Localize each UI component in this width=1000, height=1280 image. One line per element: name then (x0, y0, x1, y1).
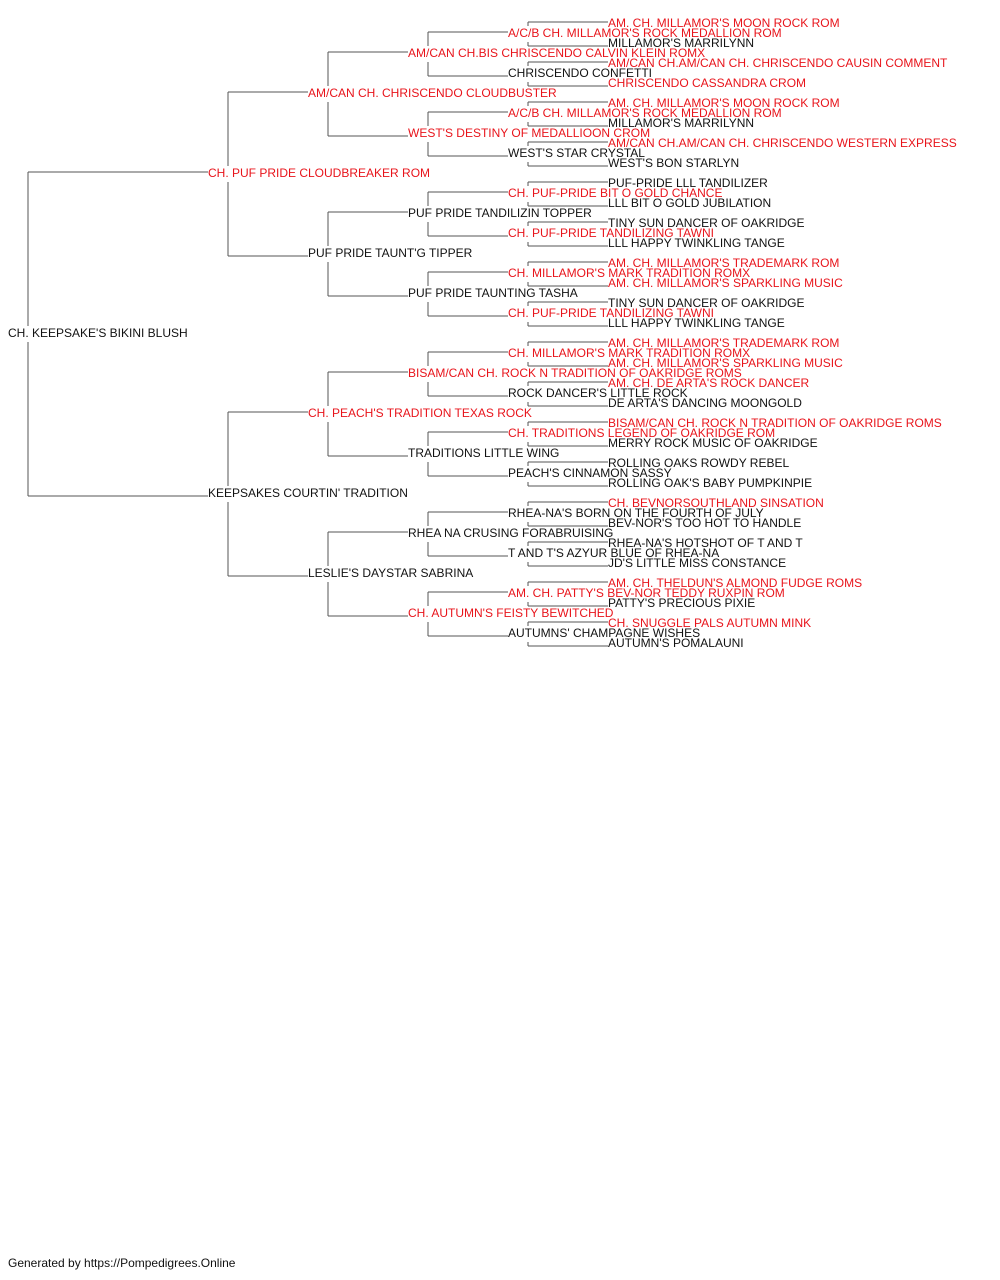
pedigree-entry-gen3: BISAM/CAN CH. ROCK N TRADITION OF OAKRID… (408, 366, 742, 380)
pedigree-entry-gen4: A/C/B CH. MILLAMOR'S ROCK MEDALLION ROM (508, 26, 782, 40)
pedigree-entry-gen5: AM. CH. THELDUN'S ALMOND FUDGE ROMS (608, 576, 862, 590)
pedigree-entry-gen3: AM/CAN CH.BIS CHRISCENDO CALVIN KLEIN RO… (408, 46, 705, 60)
pedigree-entry-gen5: AM. CH. MILLAMOR'S TRADEMARK ROM (608, 336, 839, 350)
pedigree-entry-gen3: RHEA NA CRUSING FORABRUISING (408, 526, 613, 540)
pedigree-entry-gen5: LLL HAPPY TWINKLING TANGE (608, 316, 785, 330)
pedigree-entry-gen3: WEST'S DESTINY OF MEDALLIOON CROM (408, 126, 650, 140)
pedigree-entry-gen3: PUF PRIDE TANDILIZIN TOPPER (408, 206, 592, 220)
pedigree-entry-gen5: PATTY'S PRECIOUS PIXIE (608, 596, 755, 610)
pedigree-entry-gen5: TINY SUN DANCER OF OAKRIDGE (608, 216, 804, 230)
pedigree-entry-gen5: AM. CH. DE ARTA'S ROCK DANCER (608, 376, 810, 390)
pedigree-entry-gen2: PUF PRIDE TAUNT'G TIPPER (308, 246, 473, 260)
pedigree-connectors (27, 21, 608, 647)
pedigree-entry-gen2: CH. PEACH'S TRADITION TEXAS ROCK (308, 406, 532, 420)
pedigree-entry-gen5: LLL HAPPY TWINKLING TANGE (608, 236, 785, 250)
pedigree-entry-gen5: RHEA-NA'S HOTSHOT OF T AND T (608, 536, 803, 550)
pedigree-entry-gen5: AUTUMN'S POMALAUNI (608, 636, 744, 650)
pedigree-entry-gen3: CH. AUTUMN'S FEISTY BEWITCHED (408, 606, 614, 620)
pedigree-entry-gen5: AM. CH. MILLAMOR'S TRADEMARK ROM (608, 256, 839, 270)
pedigree-entry-gen4: AM. CH. PATTY'S BEV-NOR TEDDY RUXPIN ROM (508, 586, 785, 600)
pedigree-entry-gen5: ROLLING OAKS ROWDY REBEL (608, 456, 789, 470)
pedigree-entry-gen4: CH. TRADITIONS LEGEND OF OAKRIDGE ROM (508, 426, 775, 440)
pedigree-entry-gen4: A/C/B CH. MILLAMOR'S ROCK MEDALLION ROM (508, 106, 782, 120)
pedigree-entry-gen5: AM. CH. MILLAMOR'S MOON ROCK ROM (608, 96, 840, 110)
pedigree-entry-gen4: CH. PUF-PRIDE TANDILIZING TAWNI (508, 226, 714, 240)
pedigree-entry-gen4: CHRISCENDO CONFETTI (508, 66, 652, 80)
pedigree-entry-gen4: CH. MILLAMOR'S MARK TRADITION ROMX (508, 266, 750, 280)
pedigree-entry-gen3: PUF PRIDE TAUNTING TASHA (408, 286, 578, 300)
pedigree-entry-gen5: TINY SUN DANCER OF OAKRIDGE (608, 296, 804, 310)
pedigree-entry-gen5: PUF-PRIDE LLL TANDILIZER (608, 176, 768, 190)
pedigree-entry-gen3: TRADITIONS LITTLE WING (408, 446, 559, 460)
pedigree-entry-gen5: AM. CH. MILLAMOR'S SPARKLING MUSIC (608, 356, 843, 370)
footer-credit: Generated by https://Pompedigrees.Online (8, 1256, 236, 1270)
pedigree-labels: CH. KEEPSAKE'S BIKINI BLUSH CH. PUF PRIDE… (8, 16, 957, 650)
pedigree-entry-gen4: PEACH'S CINNAMON SASSY (508, 466, 672, 480)
pedigree-entry-gen5: WEST'S BON STARLYN (608, 156, 739, 170)
pedigree-entry-gen1: CH. PUF PRIDE CLOUDBREAKER ROM (208, 166, 430, 180)
pedigree-entry-gen5: AM/CAN CH.AM/CAN CH. CHRISCENDO WESTERN … (608, 136, 957, 150)
pedigree-entry-gen5: CH. SNUGGLE PALS AUTUMN MINK (608, 616, 811, 630)
pedigree-entry-gen5: AM/CAN CH.AM/CAN CH. CHRISCENDO CAUSIN C… (608, 56, 948, 70)
pedigree-entry-gen4: WEST'S STAR CRYSTAL (508, 146, 645, 160)
pedigree-entry-gen0: CH. KEEPSAKE'S BIKINI BLUSH (8, 326, 188, 340)
pedigree-entry-gen5: JD'S LITTLE MISS CONSTANCE (608, 556, 786, 570)
pedigree-entry-gen4: AUTUMNS' CHAMPAGNE WISHES (508, 626, 700, 640)
pedigree-entry-gen5: BEV-NOR'S TOO HOT TO HANDLE (608, 516, 801, 530)
pedigree-entry-gen5: BISAM/CAN CH. ROCK N TRADITION OF OAKRID… (608, 416, 942, 430)
pedigree-entry-gen2: AM/CAN CH. CHRISCENDO CLOUDBUSTER (308, 86, 557, 100)
pedigree-entry-gen5: MERRY ROCK MUSIC OF OAKRIDGE (608, 436, 818, 450)
pedigree-entry-gen5: CHRISCENDO CASSANDRA CROM (608, 76, 806, 90)
pedigree-entry-gen4: ROCK DANCER'S LITTLE ROCK (508, 386, 688, 400)
pedigree-entry-gen5: MILLAMOR'S MARRILYNN (608, 36, 754, 50)
pedigree-entry-gen5: MILLAMOR'S MARRILYNN (608, 116, 754, 130)
pedigree-entry-gen4: RHEA-NA'S BORN ON THE FOURTH OF JULY (508, 506, 764, 520)
pedigree-entry-gen5: LLL BIT O GOLD JUBILATION (608, 196, 771, 210)
pedigree-entry-gen4: CH. MILLAMOR'S MARK TRADITION ROMX (508, 346, 750, 360)
pedigree-entry-gen5: AM. CH. MILLAMOR'S SPARKLING MUSIC (608, 276, 843, 290)
pedigree-entry-gen4: T AND T'S AZYUR BLUE OF RHEA-NA (508, 546, 719, 560)
pedigree-entry-gen5: ROLLING OAK'S BABY PUMPKINPIE (608, 476, 812, 490)
pedigree-entry-gen4: CH. PUF-PRIDE TANDILIZING TAWNI (508, 306, 714, 320)
pedigree-entry-gen4: CH. PUF-PRIDE BIT O GOLD CHANCE (508, 186, 722, 200)
pedigree-entry-gen5: AM. CH. MILLAMOR'S MOON ROCK ROM (608, 16, 840, 30)
pedigree-entry-gen2: LESLIE'S DAYSTAR SABRINA (308, 566, 473, 580)
pedigree-entry-gen5: DE ARTA'S DANCING MOONGOLD (608, 396, 802, 410)
pedigree-entry-gen1: KEEPSAKES COURTIN' TRADITION (208, 486, 408, 500)
pedigree-entry-gen5: CH. BEVNORSOUTHLAND SINSATION (608, 496, 824, 510)
